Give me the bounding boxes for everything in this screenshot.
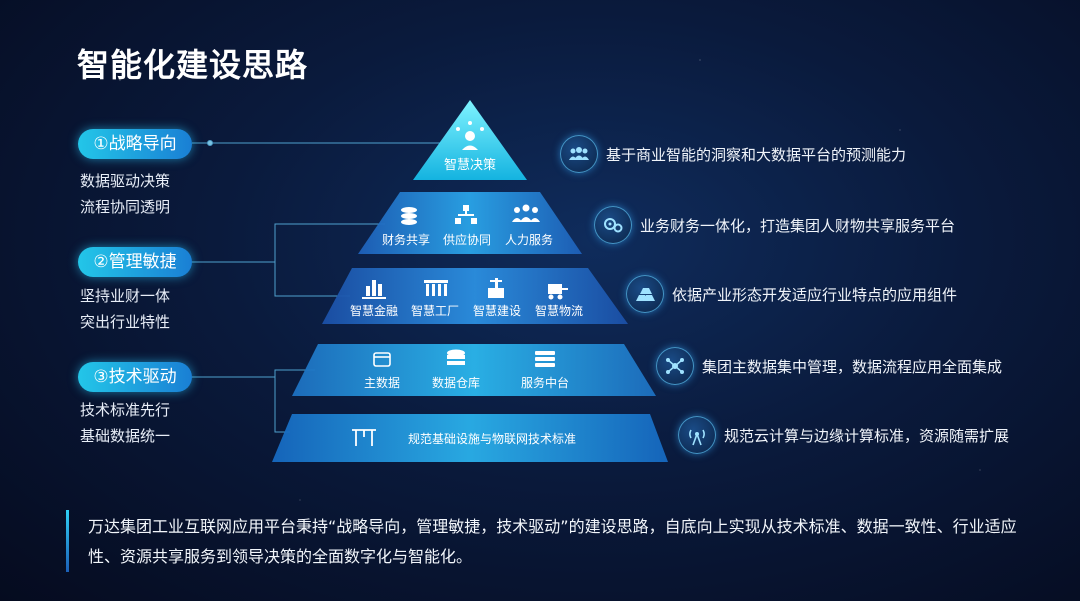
- factory-columns-icon: [424, 280, 448, 296]
- logistics-cart-icon: [548, 284, 568, 300]
- strategy-points: 数据驱动决策 流程协同透明: [80, 168, 170, 220]
- strategy-point-1: 数据驱动决策: [80, 172, 171, 190]
- level4-label-2: 数据仓库: [432, 375, 480, 390]
- desc-text-1: 基于商业智能的洞察和大数据平台的预测能力: [606, 145, 907, 164]
- gears-icon: [594, 206, 632, 244]
- coins-icon: [401, 207, 417, 225]
- desc-row-2: 业务财务一体化，打造集团人财物共享服务平台: [594, 206, 956, 244]
- pyramid-level-3: [322, 268, 628, 324]
- server-icon: [535, 351, 555, 367]
- level2-label-3: 人力服务: [505, 232, 553, 247]
- management-point-1: 坚持业财一体: [80, 287, 171, 305]
- level4-label-1: 主数据: [364, 375, 400, 390]
- desc-text-4: 集团主数据集中管理，数据流程应用全面集成: [702, 357, 1003, 376]
- desc-text-3: 依据产业形态开发适应行业特点的应用组件: [672, 285, 958, 304]
- level3-label-2: 智慧工厂: [411, 303, 459, 318]
- desc-row-4: 集团主数据集中管理，数据流程应用全面集成: [656, 347, 1003, 385]
- people-group-icon: [560, 135, 598, 173]
- gold-bars-icon: [626, 275, 664, 313]
- pyramid-base-level: [272, 414, 668, 462]
- base-label: 规范基础设施与物联网技术标准: [408, 431, 576, 446]
- level2-label-2: 供应协同: [443, 232, 491, 247]
- desc-text-2: 业务财务一体化，打造集团人财物共享服务平台: [640, 216, 956, 235]
- technology-point-2: 基础数据统一: [80, 427, 171, 445]
- level4-label-3: 服务中台: [521, 375, 569, 390]
- level3-label-4: 智慧物流: [535, 303, 583, 318]
- window-icon: [373, 352, 391, 367]
- signal-tower-icon: [678, 416, 716, 454]
- org-chart-icon: [455, 205, 477, 224]
- database-icon: [447, 349, 465, 365]
- gantry-crane-icon: [352, 429, 376, 446]
- summary-accent-bar: [66, 510, 69, 572]
- level3-label-3: 智慧建设: [473, 303, 521, 318]
- level3-label-1: 智慧金融: [350, 303, 398, 318]
- strategy-pill: ①战略导向: [78, 129, 192, 159]
- desc-row-1: 基于商业智能的洞察和大数据平台的预测能力: [560, 135, 907, 173]
- pyramid-top-label: 智慧决策: [444, 157, 496, 173]
- level2-label-1: 财务共享: [382, 232, 430, 247]
- management-points: 坚持业财一体 突出行业特性: [80, 283, 170, 335]
- network-nodes-icon: [656, 347, 694, 385]
- technology-pill: ③技术驱动: [78, 362, 192, 392]
- people-icon: [512, 204, 540, 222]
- technology-points: 技术标准先行 基础数据统一: [80, 397, 170, 449]
- summary-text: 万达集团工业互联网应用平台秉持“战略导向，管理敏捷，技术驱动”的建设思路，自底向…: [88, 517, 1017, 566]
- strategy-point-2: 流程协同透明: [80, 198, 171, 216]
- decision-people-icon: [456, 121, 484, 150]
- finance-bars-icon: [362, 280, 386, 299]
- building-crane-icon: [488, 278, 504, 298]
- page-title: 智能化建设思路: [77, 46, 309, 84]
- desc-row-5: 规范云计算与边缘计算标准，资源随需扩展: [678, 416, 1010, 454]
- management-point-2: 突出行业特性: [80, 313, 171, 331]
- management-pill: ②管理敏捷: [78, 247, 192, 277]
- desc-text-5: 规范云计算与边缘计算标准，资源随需扩展: [724, 426, 1010, 445]
- technology-point-1: 技术标准先行: [80, 401, 171, 419]
- desc-row-3: 依据产业形态开发适应行业特点的应用组件: [626, 275, 958, 313]
